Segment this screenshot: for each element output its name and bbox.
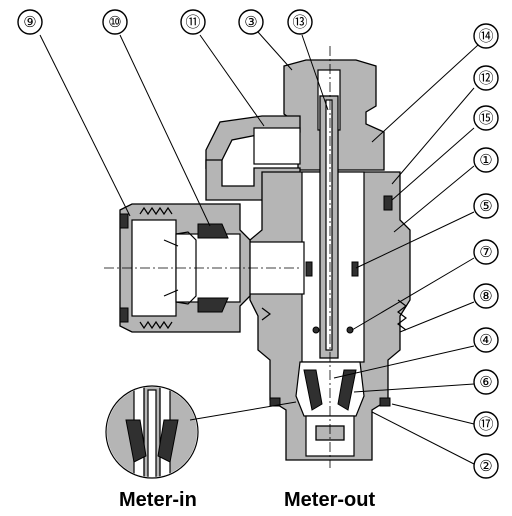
callout-4: ④ (479, 332, 492, 349)
caption-meter-in: Meter-in (119, 489, 197, 511)
callout-10: ⑩ (108, 14, 121, 31)
caption-meter-out: Meter-out (284, 489, 375, 511)
centerlines (104, 46, 331, 468)
callout-3: ③ (244, 14, 257, 31)
callout-7: ⑦ (479, 244, 492, 261)
callout-13: ⑬ (292, 14, 307, 31)
callout-1: ① (479, 152, 492, 169)
callout-15: ⑮ (478, 110, 493, 127)
callout-9: ⑨ (23, 14, 36, 31)
callout-12: ⑫ (478, 70, 493, 87)
callout-8: ⑧ (479, 288, 492, 305)
callout-5: ⑤ (479, 198, 492, 215)
callouts: ⑨ ⑩ ⑪ ③ ⑬ ⑭ ⑫ ⑮ ① ⑤ (17, 9, 499, 479)
callout-17: ⑰ (478, 416, 493, 433)
callout-6: ⑥ (479, 374, 492, 391)
callout-14: ⑭ (478, 28, 493, 45)
meter-in-inset (105, 385, 297, 479)
callout-2: ② (479, 458, 492, 475)
callout-11: ⑪ (185, 14, 200, 31)
